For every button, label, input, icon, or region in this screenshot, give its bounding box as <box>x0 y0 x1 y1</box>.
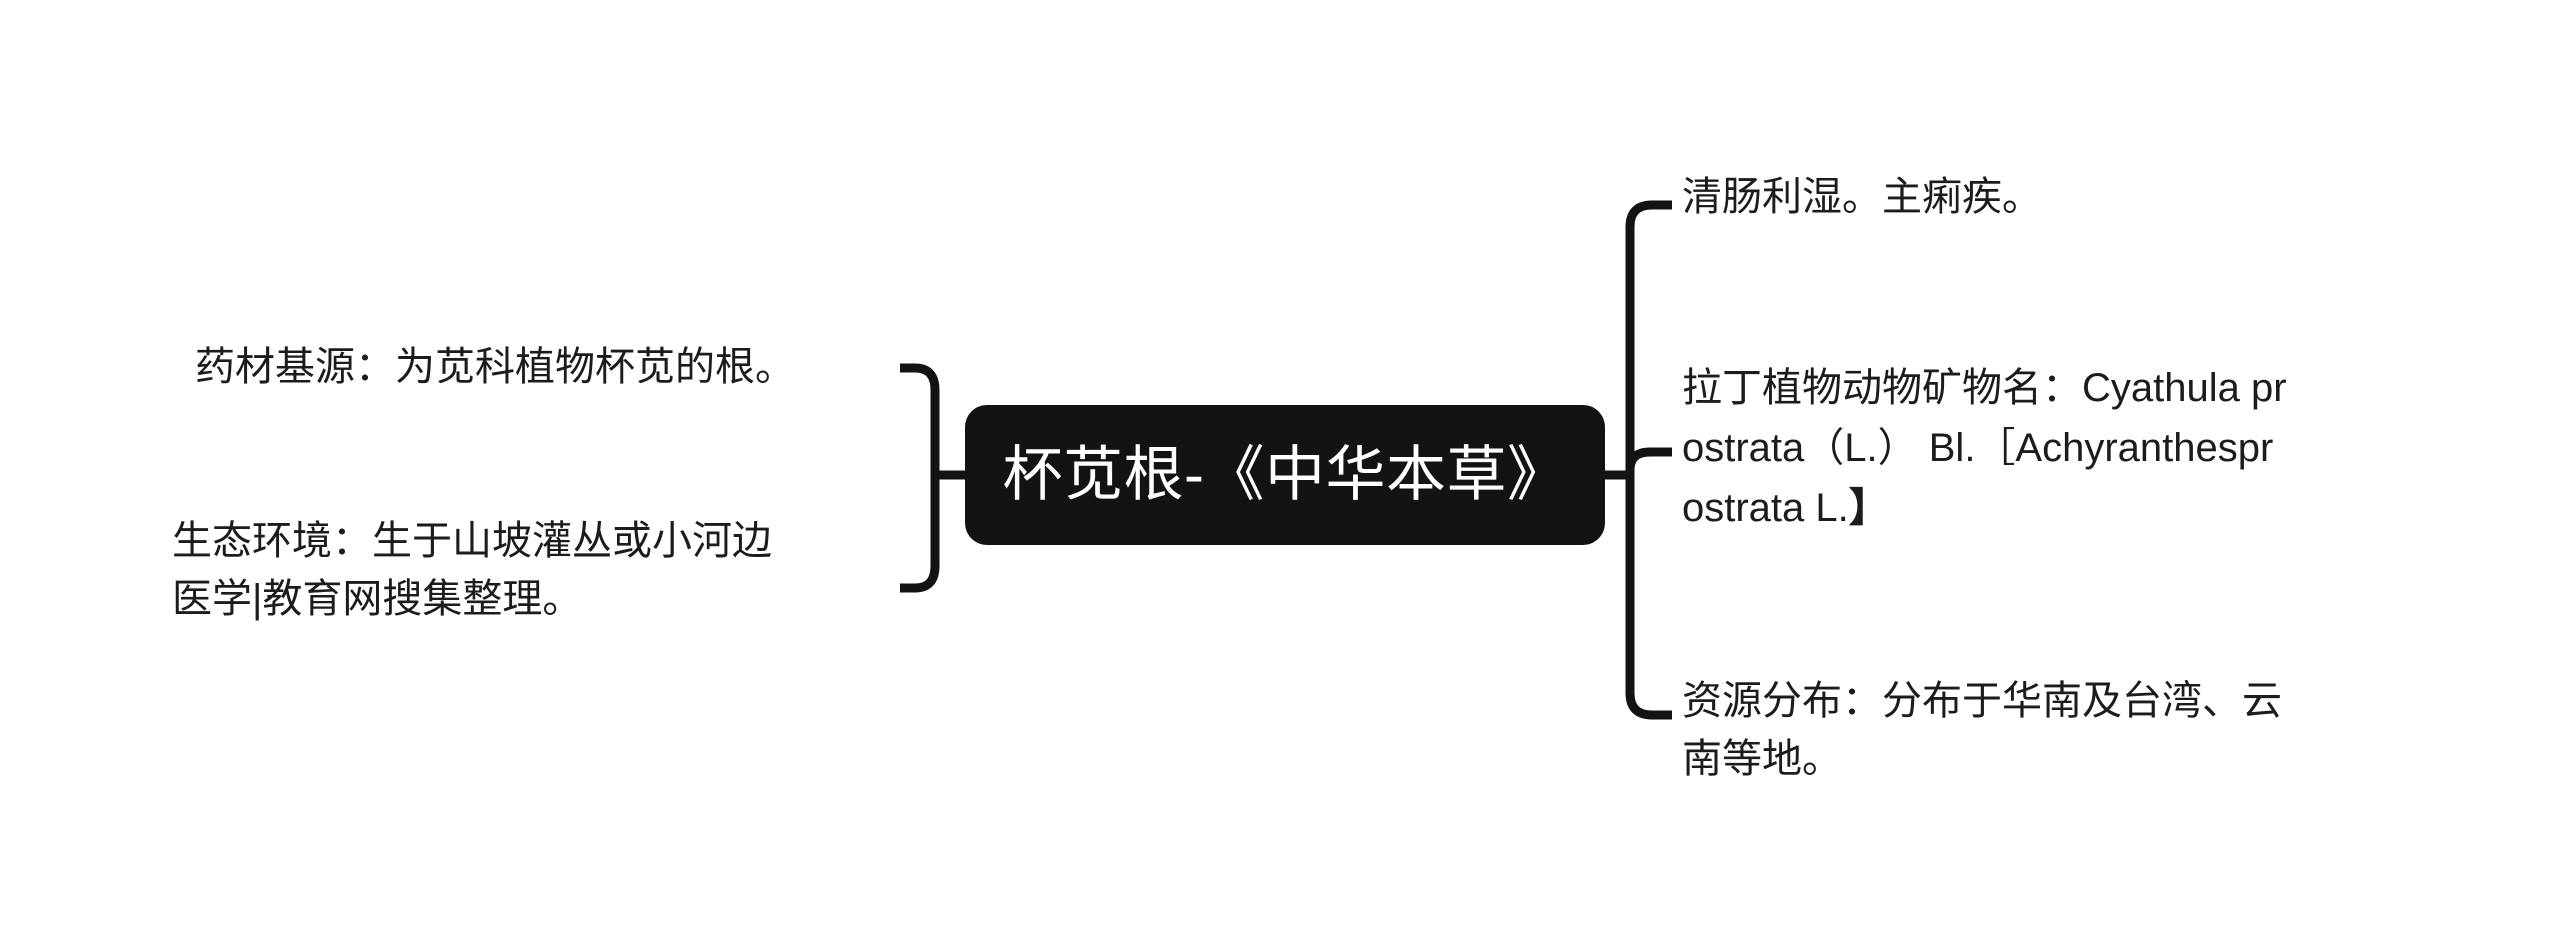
root-node[interactable]: 杯苋根-《中华本草》 <box>965 405 1605 545</box>
branch-medicinal-source[interactable]: 药材基源：为苋科植物杯苋的根。 <box>195 345 795 389</box>
branch-latin-name-body: 拉丁植物动物矿物名：Cyathula pr ostrata（L.） Bl.［Ac… <box>1682 366 2287 530</box>
branch-latin-name[interactable]: 拉丁植物动物矿物名：Cyathula pr ostrata（L.） Bl.［Ac… <box>1682 358 2422 538</box>
root-node-label: 杯苋根-《中华本草》 <box>1002 441 1568 508</box>
connector-right-middle-arm <box>1625 447 1672 475</box>
branch-functions-indications[interactable]: 清肠利湿。主痢疾。 <box>1682 175 2042 219</box>
branch-latin-name-closing-bracket: 】 <box>1848 486 1889 530</box>
branch-resource-distribution[interactable]: 资源分布：分布于华南及台湾、云 南等地。 <box>1682 679 2282 781</box>
connector-right-bracket <box>1625 200 1672 720</box>
branch-ecological-environment[interactable]: 生态环境：生于山坡灌丛或小河边 医学|教育网搜集整理。 <box>172 519 772 621</box>
connector-left-bracket <box>900 363 940 593</box>
